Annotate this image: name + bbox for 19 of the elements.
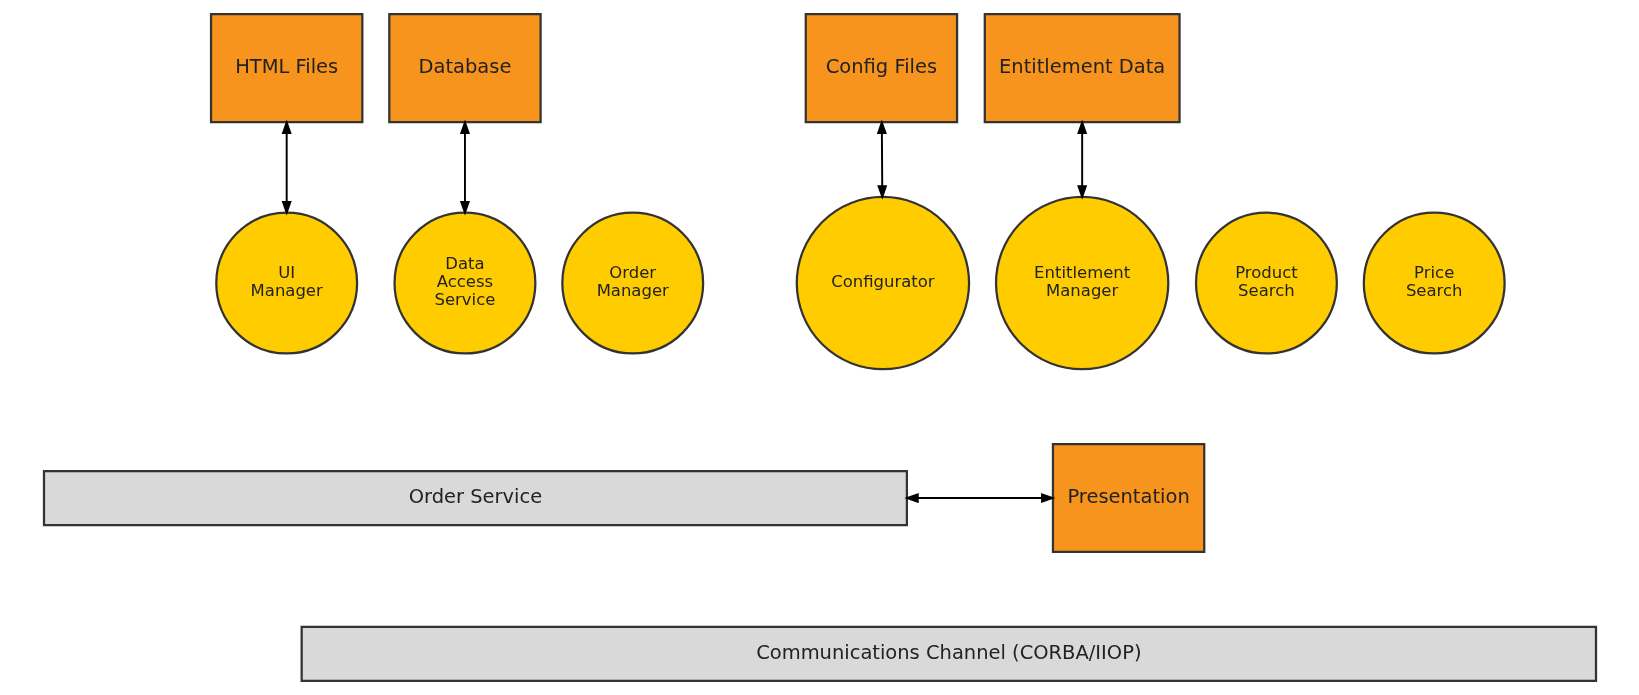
- node-box: Config Files: [804, 13, 958, 124]
- node-box: HTML Files: [209, 13, 363, 124]
- arrow: [876, 119, 887, 200]
- node-box: Order Service: [42, 469, 908, 527]
- arrow: [281, 119, 292, 216]
- node-box: Entitlement Data: [983, 13, 1181, 124]
- node-circle: UI Manager: [214, 211, 358, 355]
- node-circle: Product Search: [1194, 211, 1338, 355]
- node-box: Database: [387, 13, 542, 124]
- node-circle: Order Manager: [560, 211, 704, 355]
- node-circle: Entitlement Manager: [994, 195, 1169, 371]
- arrow: [1076, 119, 1087, 200]
- arrow: [459, 119, 470, 216]
- node-circle: Data Access Service: [392, 211, 536, 355]
- node-circle: Price Search: [1362, 211, 1506, 355]
- node-box: Communications Channel (CORBA/IIOP): [300, 625, 1597, 682]
- node-box: Presentation: [1051, 443, 1205, 554]
- node-circle: Configurator: [795, 195, 970, 371]
- arrow: [903, 493, 1055, 504]
